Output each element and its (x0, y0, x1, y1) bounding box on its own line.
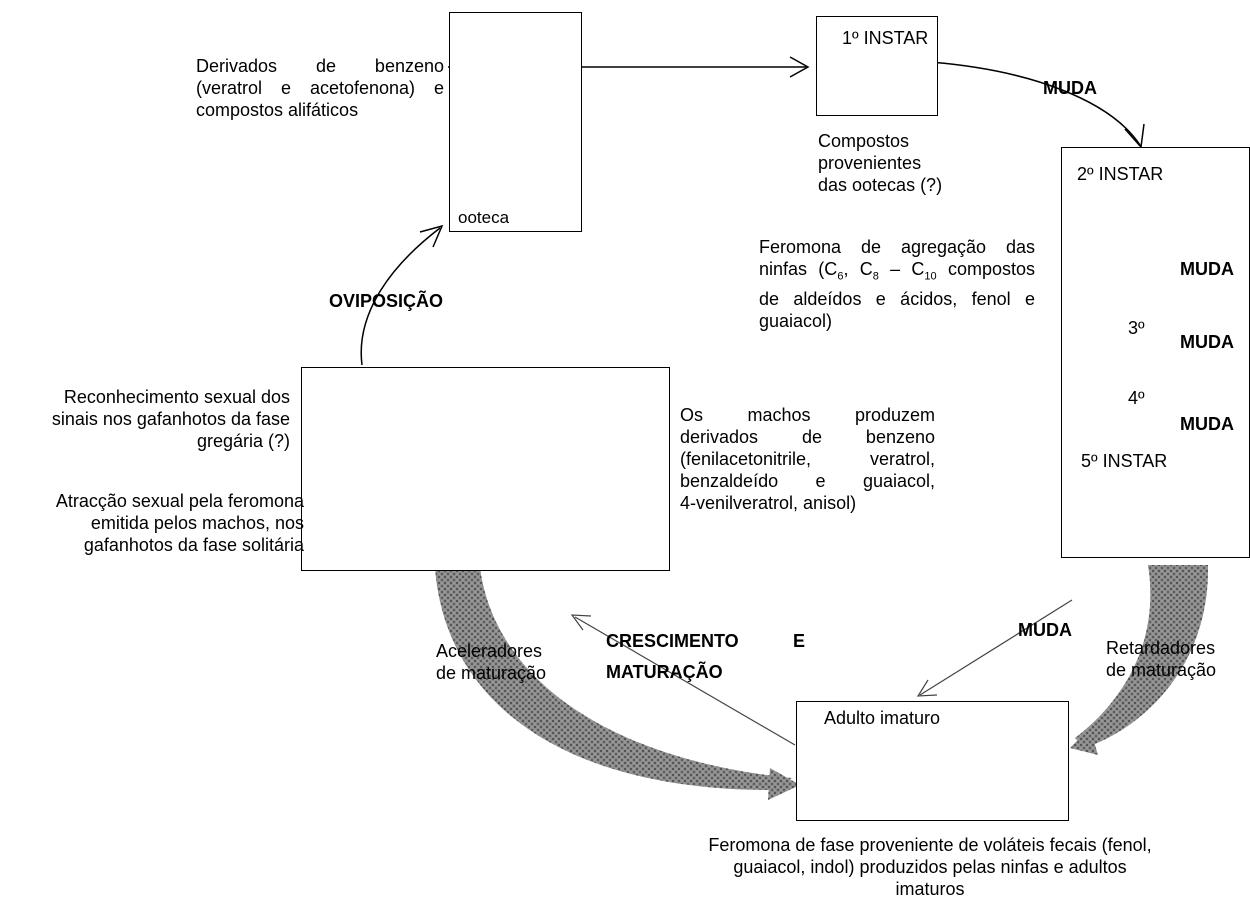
arrow-instar1-to-instar2 (930, 62, 1140, 145)
instar3-label: 3º (1128, 317, 1145, 339)
ooteca-chemistry-text: Derivados de benzeno (veratrol e acetofe… (196, 55, 444, 121)
instar1-label: 1º INSTAR (842, 27, 928, 49)
arrow-instar5-to-adult (920, 600, 1072, 695)
machos-text: Os machos produzem derivados de benzeno … (680, 404, 935, 514)
instar4-label: 4º (1128, 387, 1145, 409)
adult-immature-box: Adulto imaturo (796, 701, 1069, 821)
muda-label-adult: MUDA (1018, 619, 1072, 641)
compostos-text: Compostos provenientes das ootecas (?) (818, 130, 942, 196)
atraccao-text: Atracção sexual pela feromona emitida pe… (2, 490, 304, 556)
oviposicao-label: OVIPOSIÇÃO (329, 290, 443, 312)
feromona-agregacao-text: Feromona de agregação das ninfas (C6, C8… (759, 236, 1035, 332)
ooteca-label: ooteca (458, 207, 509, 229)
reconhecimento-text: Reconhecimento sexual dos sinais nos gaf… (18, 386, 290, 452)
mating-pair-box (301, 367, 670, 571)
instar2-label: 2º INSTAR (1077, 163, 1163, 185)
ooteca-box: ooteca (449, 12, 582, 232)
muda-label-2: MUDA (1180, 331, 1234, 353)
crescimento-label: CRESCIMENTO E (606, 630, 805, 652)
aceleradores-text: Aceleradores de maturação (436, 640, 546, 684)
muda-label-top: MUDA (1043, 77, 1097, 99)
adult-immature-label: Adulto imaturo (824, 707, 940, 729)
retardadores-text: Retardadores de maturação (1106, 637, 1216, 681)
feromona-fase-text: Feromona de fase proveniente de voláteis… (640, 834, 1220, 900)
instar1-box: 1º INSTAR (816, 16, 938, 116)
instar5-label: 5º INSTAR (1081, 450, 1167, 472)
muda-label-3: MUDA (1180, 413, 1234, 435)
muda-label-1: MUDA (1180, 258, 1234, 280)
maturacao-label: MATURAÇÃO (606, 661, 723, 683)
